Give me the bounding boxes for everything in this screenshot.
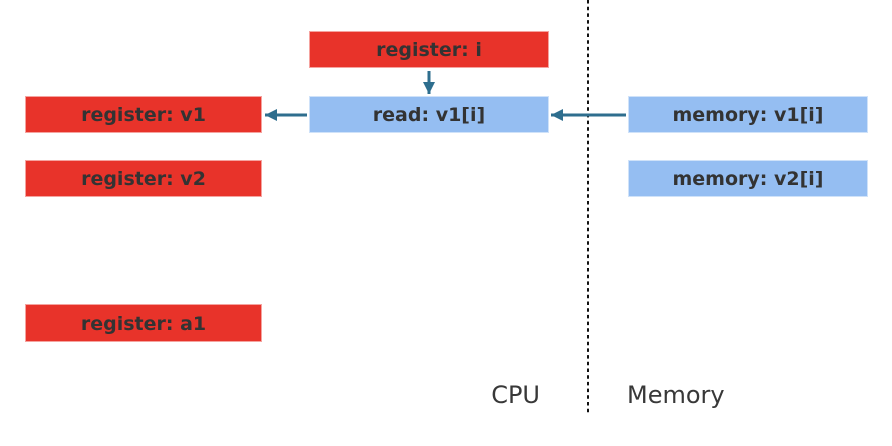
register-i-box: register: i bbox=[309, 31, 549, 68]
cpu-zone-label: CPU bbox=[491, 381, 540, 409]
memory-zone-label: Memory bbox=[627, 381, 725, 409]
memory-v1i-box: memory: v1[i] bbox=[628, 96, 868, 133]
register-a1-box: register: a1 bbox=[25, 304, 262, 342]
read-v1i-box: read: v1[i] bbox=[309, 96, 549, 133]
memory-v2i-box: memory: v2[i] bbox=[628, 160, 868, 197]
register-v2-box: register: v2 bbox=[25, 160, 262, 197]
register-v1-box: register: v1 bbox=[25, 96, 262, 133]
